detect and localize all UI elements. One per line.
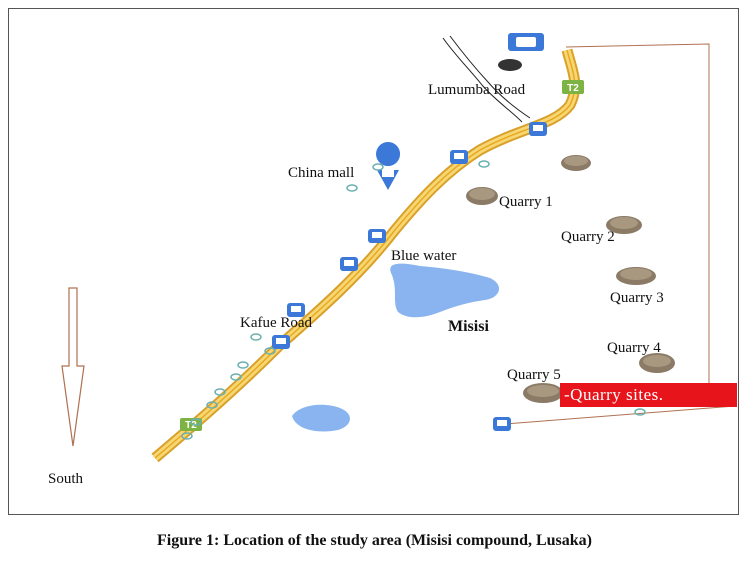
bus-stop-icon (368, 229, 386, 243)
zone-boundary-bottom (504, 405, 736, 425)
quarry-4-label: Quarry 4 (607, 340, 661, 356)
south-label: South (48, 471, 84, 487)
quarry-gravel-icon (616, 267, 656, 285)
figure-caption: Figure 1: Location of the study area (Mi… (157, 532, 592, 549)
quarry-3-label: Quarry 3 (610, 290, 664, 306)
quarry-gravel-icon (561, 155, 591, 171)
misisi-label: Misisi (448, 318, 489, 335)
small-lake (292, 404, 350, 432)
quarry-gravel-icon (466, 187, 498, 205)
svg-text:T2: T2 (567, 83, 579, 94)
svg-text:T2: T2 (185, 420, 197, 431)
bus-stop-icon (450, 150, 468, 164)
quarry-gravel-icon (639, 353, 675, 373)
blue-water-label: Blue water (391, 248, 457, 264)
main-road-edge (151, 48, 581, 463)
shopping-bag-icon (376, 142, 401, 190)
quarry-2-label: Quarry 2 (561, 229, 615, 245)
bus-stop-icon (340, 257, 358, 271)
bus-stop-icon (287, 303, 305, 317)
china-mall-label: China mall (288, 165, 355, 181)
quarry-5-label: Quarry 5 (507, 367, 561, 383)
road-markers (181, 160, 646, 440)
quarry-gravel-icon (606, 216, 642, 234)
zone-boundary (565, 43, 710, 384)
kafue-road-label: Kafue Road (240, 315, 313, 331)
quarry-gravel-icon (523, 383, 563, 403)
bus-stop-icon (272, 335, 290, 349)
south-arrow-icon (61, 287, 85, 447)
blue-water-lake (390, 263, 500, 318)
landmark-dark (498, 59, 522, 71)
quarry-sites-legend: -Quarry sites. (560, 383, 737, 407)
bus-stop-icon (529, 122, 547, 136)
bus-stop-icon (493, 417, 511, 431)
lumumba-road-label: Lumumba Road (428, 82, 526, 98)
landmark-white (516, 37, 536, 47)
stream-line-2 (449, 35, 531, 119)
quarry-1-label: Quarry 1 (499, 194, 553, 210)
stream-line (442, 37, 523, 123)
route-badge-t2: T2 (562, 80, 584, 94)
route-badge-t2-lower: T2 (180, 418, 202, 431)
main-road-center (154, 49, 576, 459)
